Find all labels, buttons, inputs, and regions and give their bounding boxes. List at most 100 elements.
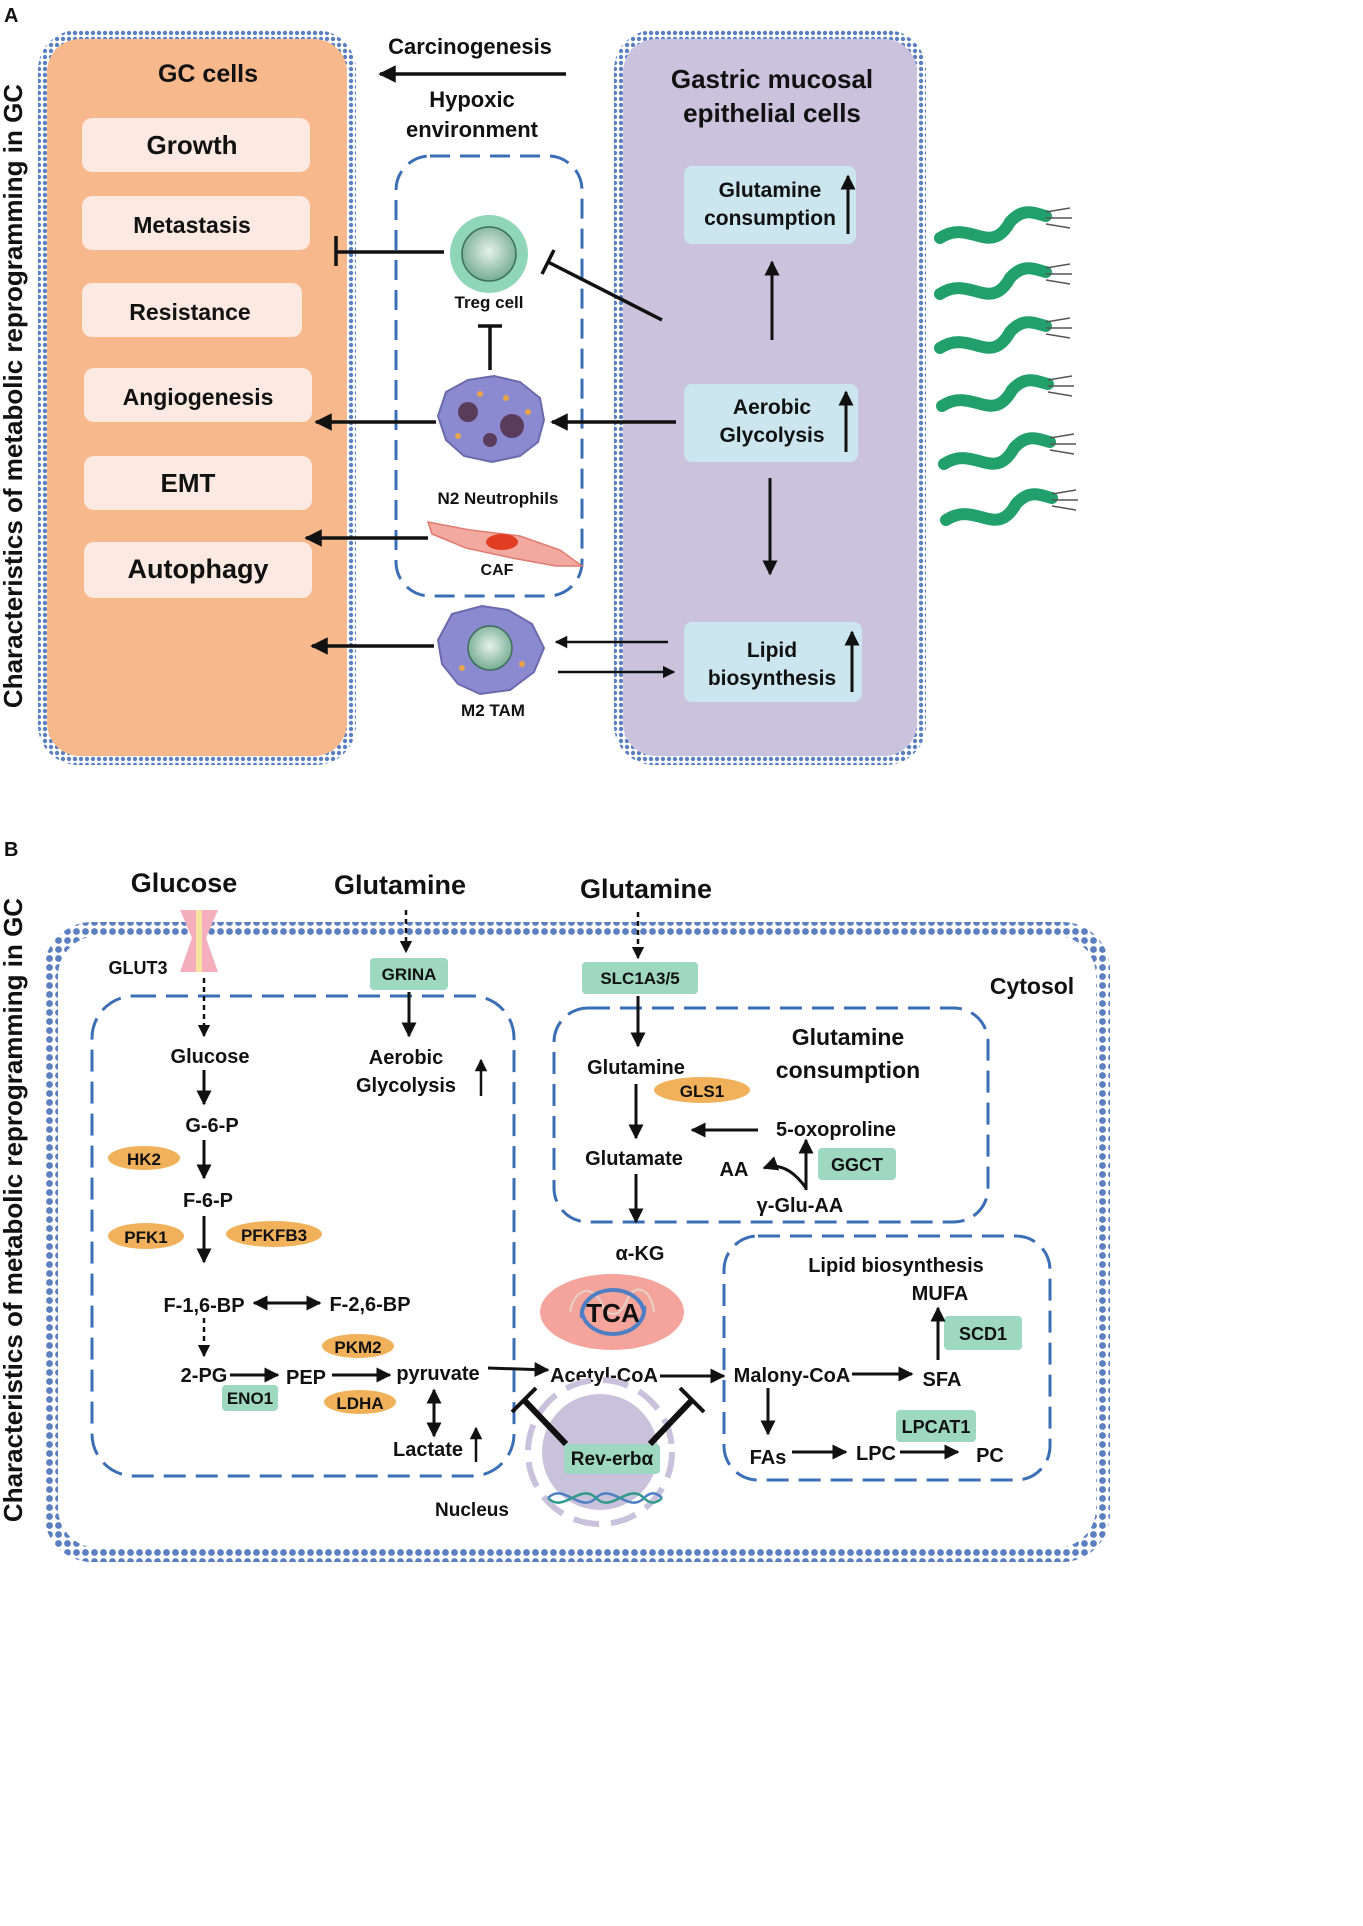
lipid-biosynthesis-b-title: Lipid biosynthesis — [808, 1255, 984, 1277]
gc-item-angiogenesis: Angiogenesis — [123, 384, 274, 410]
nucleus-label: Nucleus — [435, 1500, 509, 1521]
aerobic-glycolysis-b-line1: Aerobic — [369, 1047, 443, 1069]
cell-membrane — [44, 922, 1110, 1562]
glutamine-top-label-2: Glutamine — [580, 874, 712, 904]
2pg-node: 2-PG — [181, 1365, 228, 1387]
pkm2-label: PKM2 — [334, 1338, 381, 1357]
gls1-label: GLS1 — [680, 1082, 724, 1101]
inhibit-bar — [540, 249, 556, 275]
f16bp-node: F-1,6-BP — [163, 1295, 244, 1317]
cytosol-label: Cytosol — [990, 973, 1074, 999]
grina-box — [370, 958, 448, 990]
panel-a-label: A — [4, 5, 18, 27]
glutamine-consumption-box — [684, 166, 856, 244]
carcinogenesis-label: Carcinogenesis — [388, 34, 552, 59]
scd1-box — [944, 1316, 1022, 1350]
inhibit-bar — [678, 1386, 706, 1414]
pyruvate-to-acetyl-arrow — [487, 1362, 550, 1378]
glut3-label: GLUT3 — [108, 958, 167, 978]
acetyl-coa-node: Acetyl-CoA — [550, 1365, 658, 1387]
rev-erba-label: Rev-erbα — [571, 1449, 654, 1470]
tca-label: TCA — [586, 1298, 640, 1328]
panel-a-vertical-title: Characteristics of metabolic reprogrammi… — [0, 84, 28, 708]
gc-item-emt: EMT — [161, 468, 216, 498]
pyruvate-node: pyruvate — [396, 1363, 479, 1385]
epithelial-title-line2: epithelial cells — [683, 98, 861, 128]
lpc-node: LPC — [856, 1443, 896, 1465]
pfkfb3-enzyme — [226, 1221, 322, 1247]
hk2-enzyme — [108, 1146, 180, 1170]
mitochondrion-icon — [540, 1274, 684, 1350]
alpha-kg-node: α-KG — [616, 1243, 665, 1265]
sfa-node: SFA — [923, 1369, 962, 1391]
aa-node: AA — [720, 1159, 749, 1181]
hypoxic-label-line1: Hypoxic — [429, 87, 515, 112]
ldha-label: LDHA — [336, 1394, 383, 1413]
n2-neutrophils-label: N2 Neutrophils — [438, 489, 559, 508]
glutamine-consumption-b-line2: consumption — [776, 1057, 920, 1083]
lipid-biosynthesis-line1: Lipid — [747, 639, 797, 662]
hypoxic-label-line2: environment — [406, 117, 539, 142]
inhibit-bar — [510, 1386, 538, 1414]
pep-node: PEP — [286, 1367, 326, 1389]
m2-tam-label: M2 TAM — [461, 701, 525, 720]
lipid-biosynthesis-b-box — [722, 1234, 1052, 1482]
gc-item-box — [84, 368, 312, 422]
slc1a3-5-label: SLC1A3/5 — [600, 969, 679, 988]
glut3-transporter-icon — [180, 910, 218, 972]
panel-b-label: B — [4, 839, 18, 861]
lipid-biosynthesis-box — [684, 622, 862, 702]
glycolysis-box — [90, 994, 516, 1478]
h-pylori-bacteria-icon — [934, 206, 1078, 526]
epithelial-inhibit-treg — [547, 260, 663, 322]
glutamine-consumption-line1: Glutamine — [719, 179, 822, 202]
gc-item-resistance: Resistance — [129, 299, 250, 325]
glutamine-consumption-b-line1: Glutamine — [792, 1024, 904, 1050]
grina-label: GRINA — [382, 965, 437, 984]
glucose-top-label: Glucose — [131, 868, 238, 898]
epithelial-title-line1: Gastric mucosal — [671, 64, 873, 94]
mufa-node: MUFA — [912, 1283, 969, 1305]
hk2-label: HK2 — [127, 1150, 161, 1169]
treg-cell-label: Treg cell — [455, 293, 524, 312]
rev-erba-box — [564, 1444, 660, 1474]
rev-erba-inhibit-left — [521, 1397, 569, 1447]
glutamate-node: Glutamate — [585, 1148, 683, 1170]
scd1-label: SCD1 — [959, 1324, 1007, 1344]
panel-b-vertical-title: Characteristics of metabolic reprogrammi… — [0, 898, 28, 1522]
gc-item-box — [82, 283, 302, 337]
gls1-enzyme — [654, 1077, 750, 1103]
pfk1-label: PFK1 — [124, 1228, 167, 1247]
gc-item-box — [84, 456, 312, 510]
gc-item-autophagy: Autophagy — [128, 554, 269, 584]
pfkfb3-label: PFKFB3 — [241, 1226, 307, 1245]
gc-item-growth: Growth — [147, 130, 238, 160]
malony-coa-node: Malony-CoA — [734, 1365, 851, 1387]
caf-label: CAF — [481, 562, 514, 579]
pkm2-enzyme — [322, 1334, 394, 1358]
glutamine-consumption-line2: consumption — [704, 207, 836, 230]
fas-node: FAs — [750, 1447, 787, 1469]
glutamine-top-label-1: Glutamine — [334, 870, 466, 900]
ggct-box — [818, 1148, 896, 1180]
rev-erba-inhibit-right — [647, 1397, 695, 1447]
lactate-node: Lactate — [393, 1439, 463, 1461]
f6p-node: F-6-P — [183, 1190, 233, 1212]
lpcat1-box — [896, 1410, 976, 1442]
ggct-label: GGCT — [831, 1155, 883, 1175]
eno1-box — [222, 1385, 278, 1411]
slc1a3-5-box — [582, 962, 698, 994]
pfk1-enzyme — [108, 1223, 184, 1249]
metabolic-reprogramming-figure: A Characteristics of metabolic reprogram… — [0, 5, 1110, 1562]
aerobic-glycolysis-box — [684, 384, 858, 462]
m2-tam-icon — [436, 604, 546, 696]
caf-icon — [426, 521, 585, 567]
curved-arrow — [762, 1156, 808, 1189]
gc-item-box — [84, 542, 312, 598]
gc-item-box — [82, 118, 310, 172]
ldha-enzyme — [324, 1390, 396, 1414]
aerobic-glycolysis-b-line2: Glycolysis — [356, 1075, 456, 1097]
pc-node: PC — [976, 1445, 1004, 1467]
lpcat1-label: LPCAT1 — [902, 1417, 971, 1437]
n2-neutrophil-icon — [436, 374, 546, 464]
